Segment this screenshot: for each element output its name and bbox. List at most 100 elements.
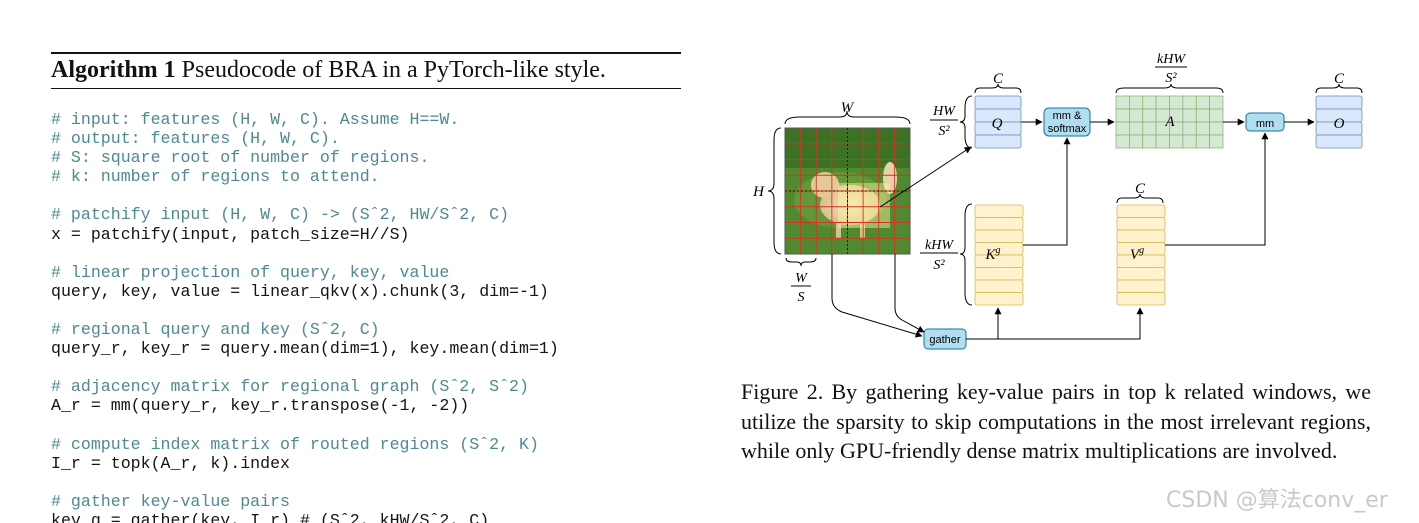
mm-op: mm [1245,112,1285,132]
query-stack [974,95,1022,149]
mm-softmax-label-line2: softmax [1048,123,1087,135]
gathered-value-row [1116,279,1166,293]
attention-cols-denominator: S² [1165,71,1177,86]
figure-caption: Figure 2. By gathering key-value pairs i… [741,379,1371,463]
gather-to-key-arrow [966,307,1002,340]
input-image [784,127,911,255]
width-label: W [841,100,855,116]
gathered-key-symbol: Kg [984,245,1000,263]
attention-cols-numerator: kHW [1157,52,1186,67]
mm-softmax-label-line1: mm & [1053,110,1082,122]
gathered-key-rows-brace [959,203,973,306]
image-to-gather-arrow-1 [831,254,923,338]
attention-cell [1195,121,1210,136]
attention-cell [1169,95,1184,110]
gathered-value-row [1116,229,1166,243]
mm-label: mm [1256,118,1274,130]
code-blank-line [51,301,559,320]
attention-cell [1209,121,1224,136]
attention-cell [1209,108,1224,123]
height-label: H [752,184,765,200]
pseudocode-listing: # input: features (H, W, C). Assume H==W… [51,110,559,523]
query-row [974,95,1022,110]
code-comment-line: # k: number of regions to attend. [51,167,380,187]
gather-to-value-arrow [998,307,1144,340]
attention-cell [1182,108,1197,123]
code-statement-line: x = patchify(input, patch_size=H//S) [51,224,410,244]
code-statement-line: A_r = mm(query_r, key_r.transpose(-1, -2… [51,396,470,416]
code-blank-line [51,358,559,377]
attention-cell [1155,134,1170,149]
gathered-key-row [974,229,1024,243]
gather-label: gather [929,334,961,346]
gathered-key-rows-numerator: kHW [925,238,954,253]
attention-cell [1142,95,1157,110]
code-comment-line: # S: square root of number of regions. [51,148,430,168]
patch-width-brace [785,257,817,267]
gathered-value-block: C Vg [1116,181,1166,306]
query-channel-label: C [993,71,1004,87]
attention-cell [1182,121,1197,136]
query-block: C Q HW S² [930,71,1022,149]
attention-cell [1115,121,1130,136]
gathered-value-stack [1116,204,1166,306]
patch-width-numerator: W [795,271,808,286]
query-rows-brace [959,95,973,149]
dog-leg [860,220,865,238]
mm-softmax-op: mm & softmax [1043,107,1091,137]
attention-cell [1169,134,1184,149]
dataflow-arrows [831,118,1315,340]
gathered-key-row [974,217,1024,231]
attention-cell [1129,121,1144,136]
code-comment-line: # output: features (H, W, C). [51,129,340,149]
attention-cell [1142,121,1157,136]
dog-tail [883,162,897,194]
csdn-watermark: CSDN @算法conv_er [1166,488,1388,513]
code-blank-line [51,473,559,492]
algorithm-title-text: Pseudocode of BRA in a PyTorch-like styl… [175,57,606,83]
gathered-value-row [1116,204,1166,218]
query-rows-denominator: S² [938,124,950,139]
width-brace [784,110,911,125]
gathered-value-channel-brace [1116,193,1164,204]
attention-cell [1209,134,1224,149]
gathered-key-rows-denominator: S² [933,258,945,273]
dog-head [811,172,839,198]
code-blank-line [51,244,559,263]
gathered-value-symbol: Vg [1130,245,1144,263]
attention-matrix [1115,95,1224,149]
algorithm-title-rule [51,88,681,89]
query-symbol: Q [992,116,1003,132]
gathered-key-row [974,254,1024,268]
gathered-key-block: Kg kHW S² [920,203,1024,306]
output-symbol: O [1334,116,1345,132]
code-comment-line: # adjacency matrix for regional graph (S… [51,377,529,397]
routed-region-highlight [838,183,890,228]
attention-cell [1182,95,1197,110]
code-blank-line [51,416,559,435]
gathered-value-channel-label: C [1135,181,1146,197]
code-statement-line: query_r, key_r = query.mean(dim=1), key.… [51,339,559,359]
attention-cell [1115,95,1130,110]
code-statement-line: key_g = gather(key, I_r) # (Sˆ2, kHW/Sˆ2… [51,510,490,523]
algorithm-top-rule [51,52,681,54]
bra-diagram-svg: W H W S C Q HW S² mm & softmax kHW S² [752,52,1363,350]
dog-body [820,185,880,225]
attention-cell [1155,95,1170,110]
attention-cell [1115,134,1130,149]
output-channel-label: C [1334,71,1345,87]
gathered-key-row [974,292,1024,306]
output-block: C O [1315,71,1363,149]
code-statement-line: query, key, value = linear_qkv(x).chunk(… [51,281,549,301]
image-to-query-arrow [879,146,972,208]
attention-cell [1195,95,1210,110]
output-row [1315,95,1363,110]
attention-cell [1182,134,1197,149]
gathered-value-row [1116,292,1166,306]
attention-cell [1142,108,1157,123]
gathered-key-stack [974,204,1024,306]
gathered-key-row [974,204,1024,218]
code-blank-line [51,186,559,205]
region-grid [785,128,910,254]
attention-cell [1129,134,1144,149]
